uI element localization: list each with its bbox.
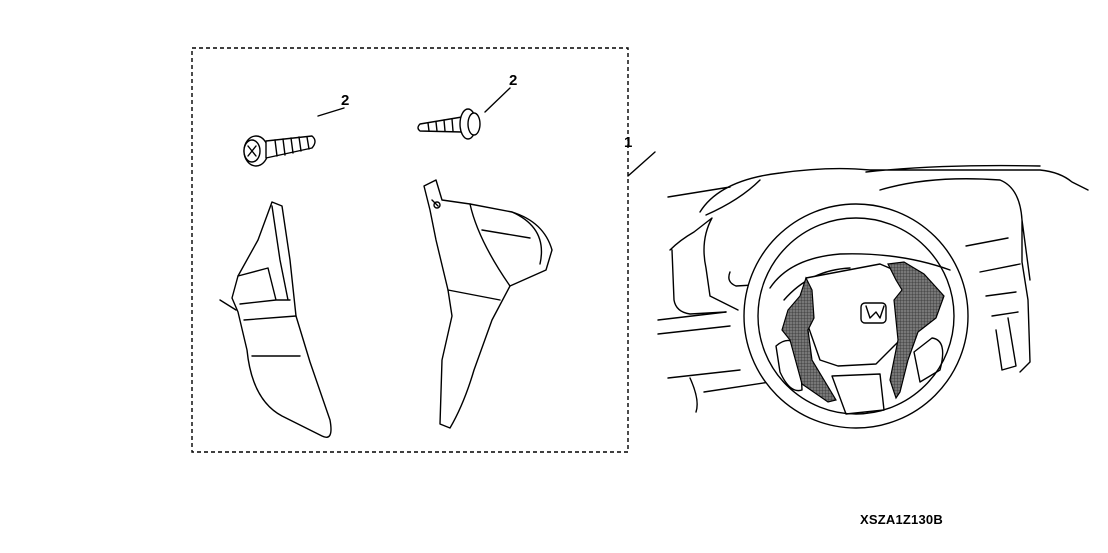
bolt-right-illustration — [417, 87, 511, 140]
steering-wheel-installed-view — [657, 164, 1089, 429]
callout-number-bolt-left: 2 — [341, 92, 350, 109]
callout-number-kit: 1 — [624, 134, 633, 151]
kit-boundary-box — [191, 47, 629, 453]
callout-leader-1 — [627, 151, 656, 177]
diagram-code: XSZA1Z130B — [860, 512, 943, 527]
bolt-left-illustration — [243, 107, 345, 167]
right-steering-cover-illustration — [423, 179, 553, 429]
callout-number-bolt-right: 2 — [509, 72, 518, 89]
left-steering-cover-illustration — [219, 201, 332, 438]
